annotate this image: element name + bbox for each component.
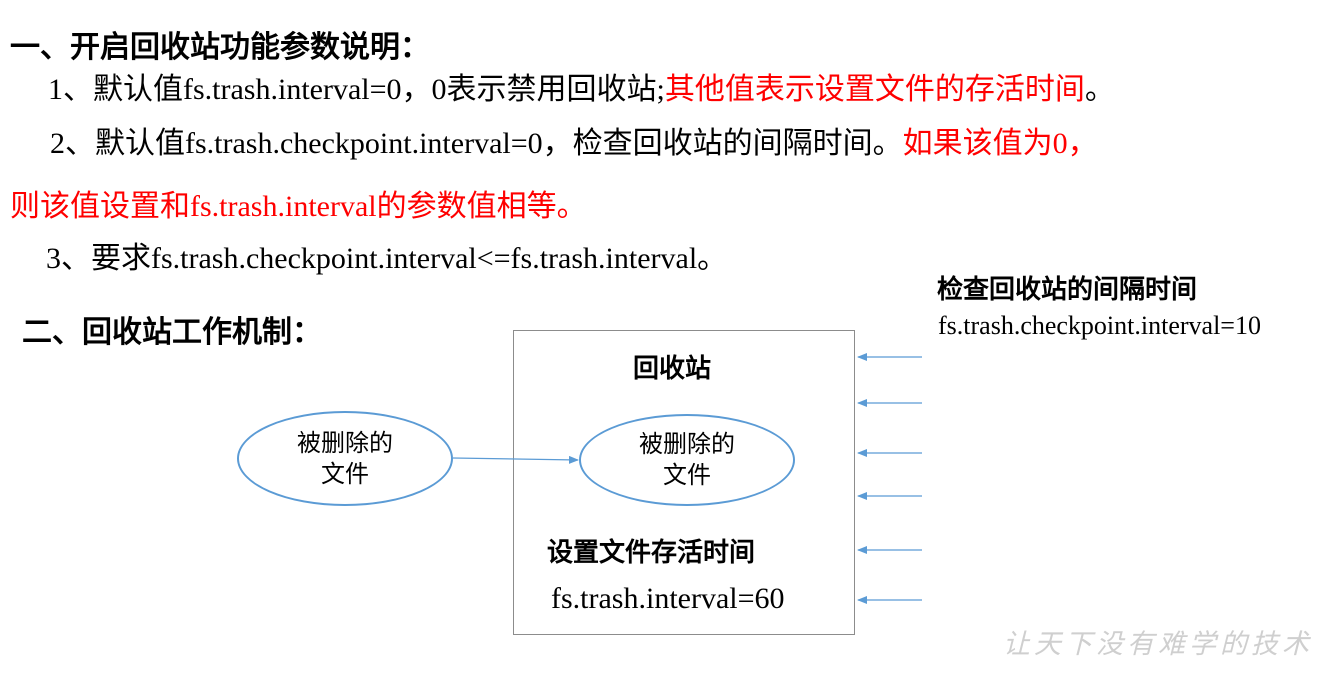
item2-line: 2、默认值fs.trash.checkpoint.interval=0，检查回收…	[50, 126, 1098, 162]
retention-label: 设置文件存活时间	[547, 538, 756, 568]
watermark: 让天下没有难学的技术	[1003, 629, 1313, 660]
item2-text: 2、默认值fs.trash.checkpoint.interval=0，检查回收…	[50, 127, 903, 160]
item1-highlight: 其他值表示设置文件的存活时间	[664, 73, 1085, 106]
checkpoint-label: 检查回收站的间隔时间	[937, 275, 1198, 305]
recycled-file-line1: 被删除的	[639, 430, 735, 458]
retention-value: fs.trash.interval=60	[551, 582, 785, 615]
recycled-file-line2: 文件	[663, 461, 711, 489]
recycled-file-ellipse: 被删除的 文件	[579, 414, 795, 506]
checkpoint-value: fs.trash.checkpoint.interval=10	[938, 311, 1261, 340]
item2-highlight-line2: 则该值设置和fs.trash.interval的参数值相等。	[10, 190, 587, 223]
deleted-file-line2: 文件	[321, 459, 369, 488]
move-to-trash-arrow	[452, 455, 579, 464]
item1-suffix: 。	[1084, 73, 1115, 106]
section2-title: 二、回收站工作机制：	[22, 315, 322, 350]
item1-prefix: 1、默认值fs.trash.interval=0，0表示禁用回收站;	[48, 73, 665, 106]
item3-line: 3、要求fs.trash.checkpoint.interval<=fs.tra…	[46, 242, 728, 275]
deleted-file-line1: 被删除的	[297, 428, 393, 457]
recycle-bin-label: 回收站	[633, 354, 712, 384]
deleted-file-ellipse: 被删除的 文件	[237, 411, 453, 506]
item2-highlight-line1: 如果该值为0，	[902, 127, 1098, 160]
section1-title: 一、开启回收站功能参数说明：	[10, 30, 430, 65]
recycle-bin-box	[513, 330, 855, 635]
item1-line: 1、默认值fs.trash.interval=0，0表示禁用回收站;其他值表示设…	[48, 72, 1115, 108]
